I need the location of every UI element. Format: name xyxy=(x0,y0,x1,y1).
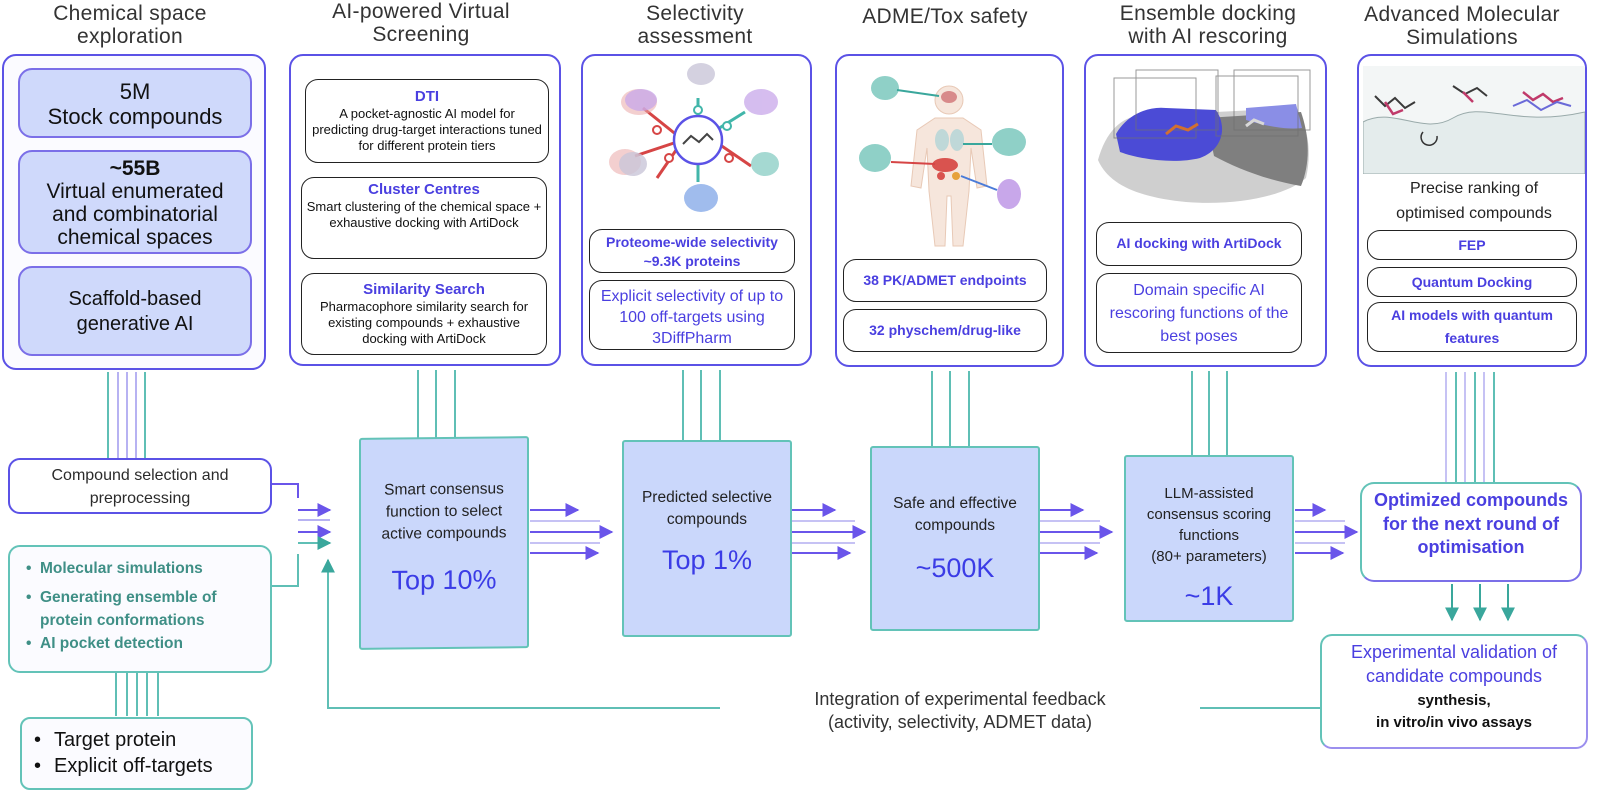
selectivity-network-illustration xyxy=(609,63,779,212)
precise-ranking-text: Precise ranking of optimised compounds xyxy=(1396,180,1552,222)
feedback-label: Integration of experimental feedback (ac… xyxy=(720,688,1200,734)
cluster-centres-description: Smart clustering of the chemical space +… xyxy=(306,199,542,230)
panel-selectivity: Proteome-wide selectivity ~9.3K proteins… xyxy=(581,54,812,366)
target-item: •Target protein xyxy=(34,729,177,751)
similarity-search-box: Similarity Search Pharmacophore similari… xyxy=(301,273,547,355)
experimental-validation-box: Experimental validation of candidate com… xyxy=(1320,634,1588,749)
physchem-box: 32 physchem/drug-like xyxy=(843,309,1047,352)
stage-1k-text: LLM-assisted consensus scoring functions… xyxy=(1146,485,1272,565)
header-selectivity: Selectivity assessment xyxy=(637,2,753,48)
cluster-centres-box: Cluster Centres Smart clustering of the … xyxy=(301,177,547,259)
human-body-illustration xyxy=(859,76,1026,247)
panel-adme-tox: 38 PK/ADMET endpoints 32 physchem/drug-l… xyxy=(835,54,1064,367)
panel-virtual-screening: DTI A pocket-agnostic AI model for predi… xyxy=(289,54,561,366)
dti-title: DTI xyxy=(414,88,440,105)
dti-box: DTI A pocket-agnostic AI model for predi… xyxy=(305,79,549,163)
left-feeder-lines xyxy=(270,483,332,587)
stage-top1: Predicted selective compounds Top 1% xyxy=(622,440,792,637)
stage-top10-text: Smart consensus function to select activ… xyxy=(381,480,507,543)
virtual-space-text: Virtual enumerated and combinatorial che… xyxy=(46,180,224,249)
virtual-space-box: ~55B Virtual enumerated and combinatoria… xyxy=(18,150,252,254)
similarity-search-description: Pharmacophore similarity search for exis… xyxy=(319,299,529,346)
quantum-docking-box: Quantum Docking xyxy=(1367,267,1577,297)
header-molecular-simulations: Advanced Molecular Simulations xyxy=(1364,3,1560,49)
cluster-centres-title: Cluster Centres xyxy=(368,181,480,198)
stage-arrows xyxy=(530,503,1359,560)
ai-rescoring-box: Domain specific AI rescoring functions o… xyxy=(1096,273,1302,353)
pk-admet-endpoints-box: 38 PK/ADMET endpoints xyxy=(843,259,1047,302)
preparation-item: •Generating ensemble of protein conforma… xyxy=(26,589,217,629)
preparation-list: •Molecular simulations •Generating ensem… xyxy=(26,557,270,655)
compound-selection-box: Compound selection and preprocessing xyxy=(8,458,272,514)
targets-list: •Target protein •Explicit off-targets xyxy=(34,727,251,779)
optimized-compounds-box: Optimized compounds for the next round o… xyxy=(1360,482,1582,582)
generative-ai-box: Scaffold-based generative AI xyxy=(18,266,252,356)
stage-1k: LLM-assisted consensus scoring functions… xyxy=(1124,455,1294,622)
panel-chemical-space: 5M Stock compounds ~55B Virtual enumerat… xyxy=(2,54,266,370)
protein-surface-illustration xyxy=(1098,69,1311,203)
preparation-item: •AI pocket detection xyxy=(26,635,183,652)
ai-docking-artidock-box: AI docking with ArtiDock xyxy=(1096,222,1302,266)
header-chemical-space: Chemical space exploration xyxy=(53,2,207,48)
stage-1k-value: ~1K xyxy=(1184,581,1234,611)
stage-500k: Safe and effective compounds ~500K xyxy=(870,446,1040,631)
fep-box: FEP xyxy=(1367,230,1577,260)
header-adme-tox: ADME/Tox safety xyxy=(862,5,1028,28)
vertical-connectors xyxy=(107,370,1515,716)
protein-preparation-box: •Molecular simulations •Generating ensem… xyxy=(8,545,272,673)
stock-compounds-box: 5M Stock compounds xyxy=(18,68,252,138)
panel-molecular-simulations: Precise ranking of optimised compounds F… xyxy=(1357,54,1587,367)
preparation-item: •Molecular simulations xyxy=(26,560,203,577)
header-ensemble-docking: Ensemble docking with AI rescoring xyxy=(1119,2,1297,48)
target-protein-box: •Target protein •Explicit off-targets xyxy=(20,717,253,790)
simulation-illustration xyxy=(1363,66,1585,174)
header-virtual-screening: AI-powered Virtual Screening xyxy=(332,0,510,46)
ai-quantum-models-box: AI models with quantum features xyxy=(1367,302,1577,352)
virtual-space-count: ~55B xyxy=(109,157,161,180)
stage-top10-value: Top 10% xyxy=(391,564,497,596)
dti-description: A pocket-agnostic AI model for predictin… xyxy=(312,106,542,153)
panel-ensemble-docking: AI docking with ArtiDock Domain specific… xyxy=(1084,54,1327,367)
stage-top1-value: Top 1% xyxy=(661,545,753,575)
stage-top10: Smart consensus function to select activ… xyxy=(359,436,529,650)
proteome-selectivity-box: Proteome-wide selectivity ~9.3K proteins xyxy=(589,229,795,273)
stage-500k-text: Safe and effective compounds xyxy=(893,495,1017,534)
experimental-validation-body: synthesis, in vitro/in vivo assays xyxy=(1376,692,1532,731)
similarity-search-title: Similarity Search xyxy=(363,281,485,298)
experimental-validation-title: Experimental validation of candidate com… xyxy=(1350,642,1558,686)
stage-top1-text: Predicted selective compounds xyxy=(641,489,773,528)
stage-500k-value: ~500K xyxy=(915,553,995,583)
target-item: •Explicit off-targets xyxy=(34,755,213,777)
explicit-selectivity-box: Explicit selectivity of up to 100 off-ta… xyxy=(589,280,795,350)
